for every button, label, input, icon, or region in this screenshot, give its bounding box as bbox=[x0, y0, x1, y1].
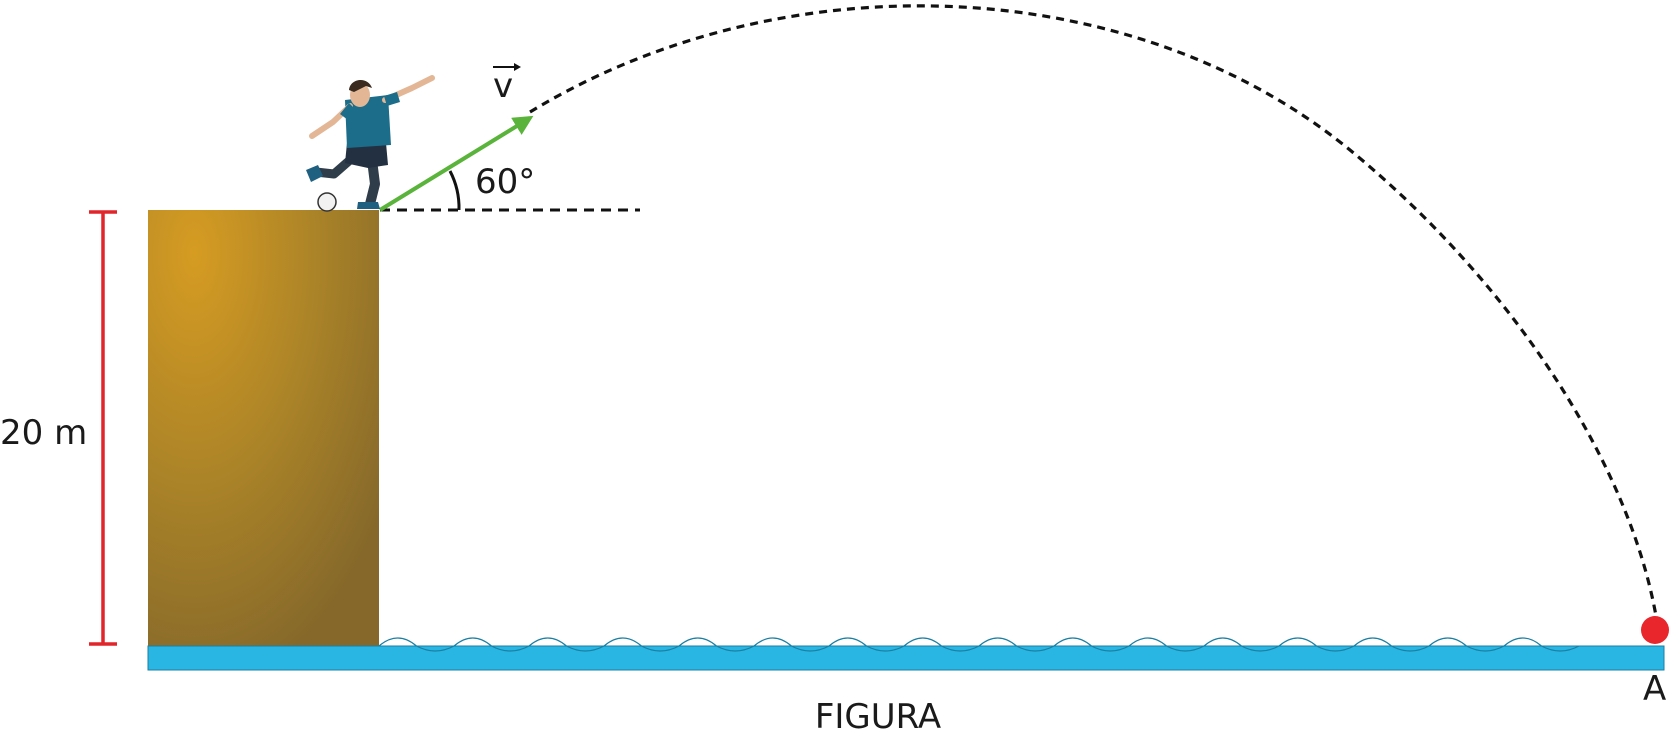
point-label: A bbox=[1643, 669, 1666, 709]
height-label: 20 m bbox=[0, 413, 87, 453]
height-dimension bbox=[89, 210, 117, 646]
soccer-ball-icon bbox=[317, 192, 337, 212]
vector-arrow-symbol bbox=[493, 63, 521, 71]
velocity-label: v bbox=[493, 66, 513, 106]
trajectory-path bbox=[529, 4, 1658, 617]
soccer-player-icon bbox=[306, 75, 435, 209]
angle-label: 60° bbox=[475, 162, 535, 202]
landing-point-marker bbox=[1641, 616, 1669, 644]
water bbox=[147, 637, 1665, 671]
angle-arc bbox=[448, 170, 461, 211]
figure-caption: FIGURA bbox=[815, 697, 941, 737]
velocity-arrow bbox=[378, 115, 534, 212]
cliff bbox=[148, 210, 379, 646]
